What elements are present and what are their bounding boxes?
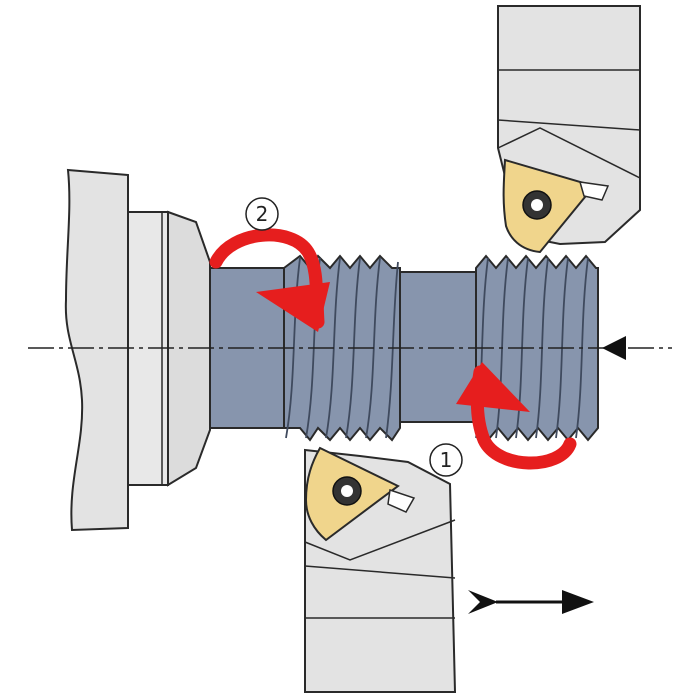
feed-direction-arrow-icon	[468, 590, 594, 614]
top-tool-holder	[497, 5, 641, 254]
step-label-top-text: 2	[256, 202, 269, 226]
step-label-bottom: 1	[429, 443, 463, 477]
chuck	[64, 168, 211, 532]
approach-arrow-icon	[602, 336, 626, 360]
bottom-tool-holder	[304, 446, 457, 693]
step-label-bottom-text: 1	[440, 448, 453, 472]
step-label-top: 2	[245, 197, 279, 231]
rotation-arrow-top-icon	[209, 228, 330, 332]
chuck-jaw-body	[64, 168, 129, 532]
rotation-arrow-bottom-icon	[456, 362, 577, 470]
